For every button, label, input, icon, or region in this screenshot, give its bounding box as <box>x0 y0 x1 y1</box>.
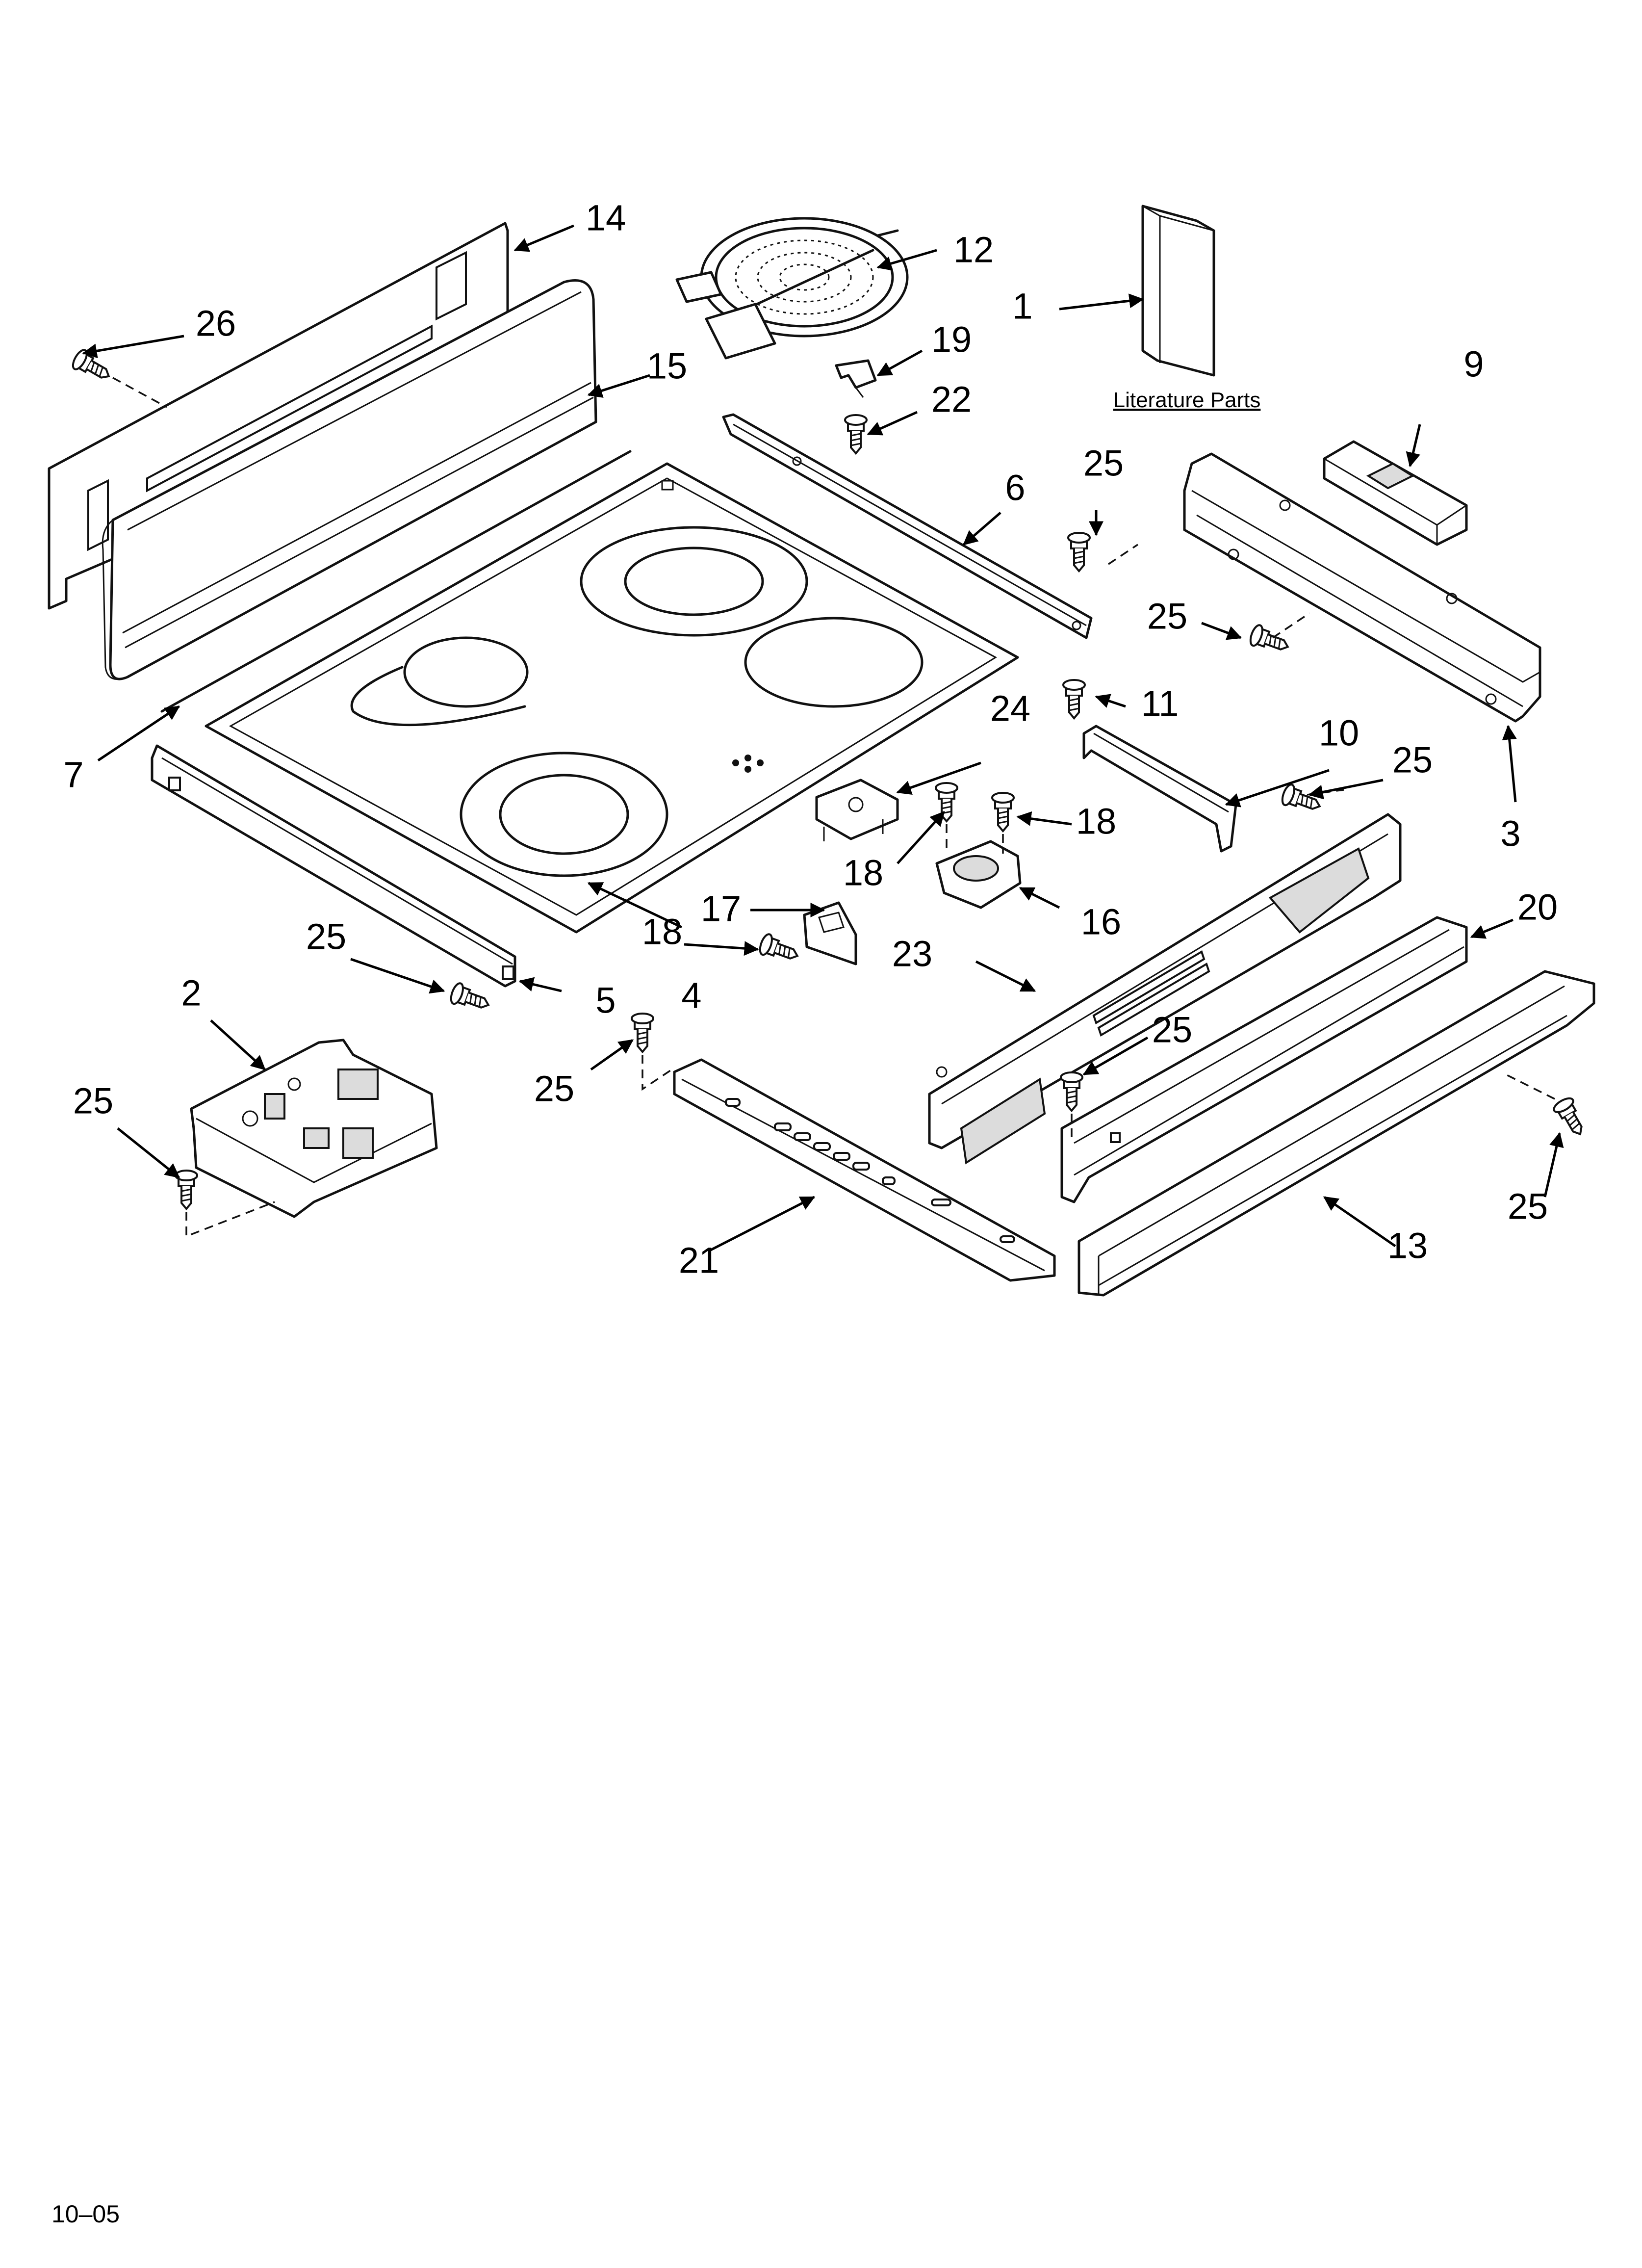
bracket-part-9 <box>1323 440 1468 546</box>
radiant-element-part-12 <box>675 217 909 360</box>
screw-part-25-f <box>1060 1071 1083 1112</box>
plate-part-17 <box>803 901 857 965</box>
callout-numbers: 14 12 1 26 19 15 9 22 25 6 25 11 24 10 2… <box>63 198 1558 1281</box>
screw-part-11 <box>1062 679 1086 719</box>
revision-code: 10–05 <box>51 2200 120 2228</box>
limiter-part-16 <box>935 840 1022 909</box>
glass-cooktop-part-4 <box>205 462 1019 934</box>
callout-25-e: 25 <box>534 1069 574 1109</box>
front-rail-part-23 <box>928 813 1402 1165</box>
rear-rail-part-6 <box>722 413 1093 639</box>
callout-6: 6 <box>1005 468 1025 508</box>
vent-slots <box>1092 950 1210 1037</box>
callout-24: 24 <box>990 688 1030 729</box>
bottom-rail-part-21 <box>673 1058 1056 1282</box>
callout-20: 20 <box>1517 887 1558 928</box>
control-board-part-2 <box>190 1039 438 1218</box>
callout-16: 16 <box>1081 902 1121 942</box>
callout-3: 3 <box>1500 813 1520 854</box>
side-rail-part-3 <box>1183 452 1541 723</box>
vent-holes <box>725 1098 1015 1243</box>
dashed-alignment-lines <box>112 377 1555 1238</box>
callout-12: 12 <box>953 230 994 270</box>
callout-9: 9 <box>1463 344 1484 385</box>
callout-25-d: 25 <box>306 916 346 957</box>
screw-part-25-c <box>1279 782 1325 818</box>
callout-22: 22 <box>931 379 972 420</box>
screw-part-25-a <box>1067 532 1091 572</box>
leader-arrows <box>82 224 1564 1252</box>
callout-4: 4 <box>681 975 701 1016</box>
callout-18-b: 18 <box>843 853 883 893</box>
channel-part-20 <box>1060 916 1468 1203</box>
callout-25-a: 25 <box>1083 443 1124 484</box>
callout-14: 14 <box>586 198 626 238</box>
literature-part-1: Literature Parts <box>1113 205 1261 412</box>
support-bar-part-10 <box>1082 725 1237 853</box>
screw-part-18c <box>756 932 802 967</box>
callout-17: 17 <box>701 888 741 929</box>
callout-2: 2 <box>181 973 201 1014</box>
callout-10: 10 <box>1319 713 1359 754</box>
screw-part-25-h <box>1550 1095 1591 1141</box>
callout-15: 15 <box>647 346 687 387</box>
callout-1: 1 <box>1012 286 1032 327</box>
callout-21: 21 <box>679 1240 719 1281</box>
base-rail-part-13 <box>1078 970 1595 1297</box>
trim-strip-part-7 <box>160 450 632 713</box>
callout-25-g: 25 <box>73 1081 113 1121</box>
callout-26: 26 <box>196 303 236 344</box>
callout-25-h: 25 <box>1508 1186 1548 1227</box>
callout-7: 7 <box>63 755 83 795</box>
callout-25-c: 25 <box>1392 740 1433 781</box>
callout-23: 23 <box>892 934 932 974</box>
callout-25-f: 25 <box>1152 1010 1192 1050</box>
console-panel-part-15 <box>102 279 597 680</box>
screw-part-25-d <box>447 981 493 1017</box>
screw-part-26 <box>69 346 115 387</box>
screw-part-18a <box>935 782 958 822</box>
literature-parts-label: Literature Parts <box>1113 388 1261 412</box>
callout-18-a: 18 <box>1076 801 1116 842</box>
callout-11: 11 <box>1141 683 1179 724</box>
screw-part-22 <box>844 414 868 454</box>
callout-18-c: 18 <box>642 912 682 952</box>
front-trim-part-5 <box>151 744 516 988</box>
callout-13: 13 <box>1387 1225 1428 1266</box>
callout-25-b: 25 <box>1147 596 1187 637</box>
callout-5: 5 <box>595 980 616 1021</box>
terminal-block-part-24 <box>815 779 899 841</box>
callout-19: 19 <box>931 319 972 360</box>
screw-part-18b <box>991 792 1015 832</box>
screw-part-25-e <box>631 1013 654 1053</box>
clip-part-19 <box>835 359 877 398</box>
